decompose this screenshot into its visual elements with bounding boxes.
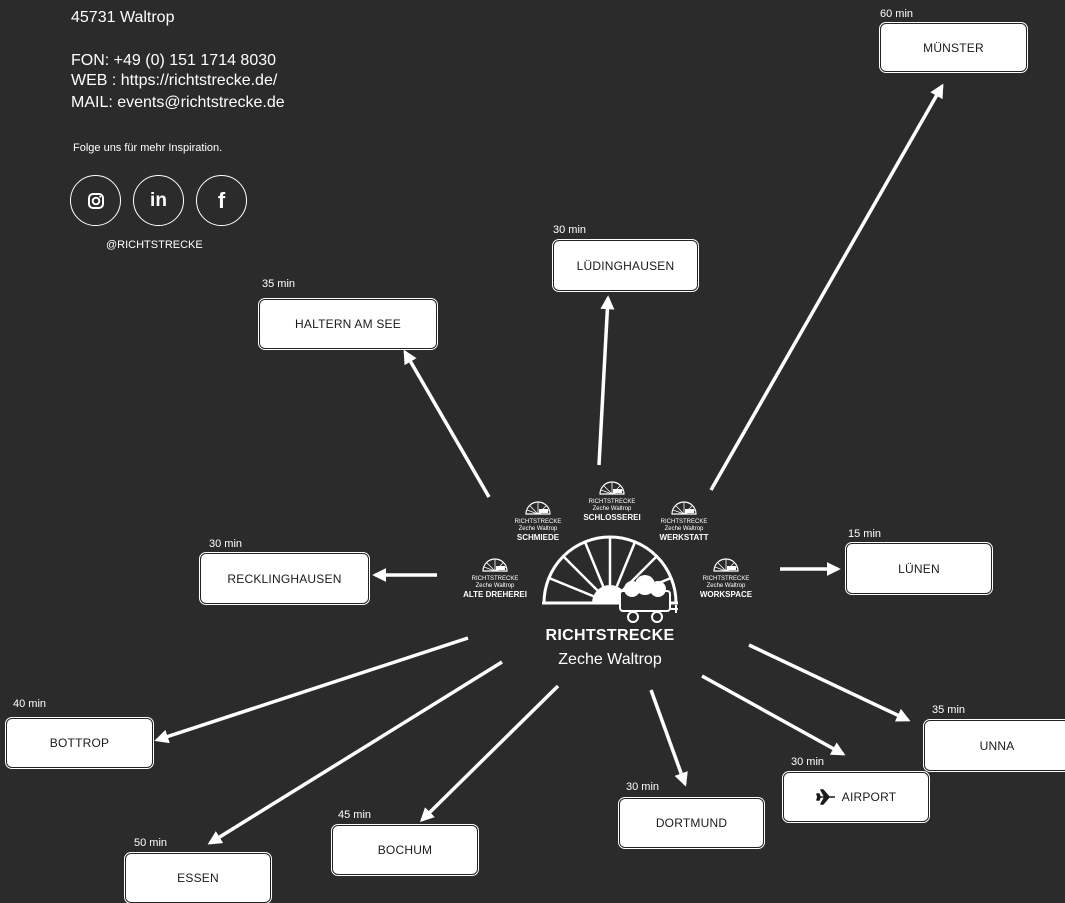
venue-werkstatt: RICHTSTRECKE Zeche Waltrop WERKSTATT: [646, 498, 722, 543]
airport-label: AIRPORT: [841, 790, 897, 804]
time-unna: 35 min: [932, 704, 966, 716]
venue-schlosserei: RICHTSTRECKE Zeche Waltrop SCHLOSSEREI: [574, 478, 650, 523]
arrow-essen: [207, 660, 503, 845]
arrow-unna: [748, 643, 911, 722]
venue-logo-icon: [525, 501, 551, 515]
venue-brand: RICHTSTRECKE: [514, 519, 562, 525]
venue-name: SCHLOSSEREI: [583, 513, 641, 522]
destination-bottrop: BOTTROP: [6, 718, 153, 768]
airplane-icon: [815, 789, 835, 805]
venue-logo-icon: [713, 558, 739, 572]
instagram-icon[interactable]: [70, 175, 121, 226]
time-luenen: 15 min: [848, 528, 882, 540]
social-handle: @RICHTSTRECKE: [106, 239, 203, 251]
venue-sub: Zeche Waltrop: [475, 583, 515, 589]
destination-recklinghausen: RECKLINGHAUSEN: [200, 553, 369, 604]
venue-workspace: RICHTSTRECKE Zeche Waltrop WORKSPACE: [688, 555, 764, 600]
center-title: RICHTSTRECKE: [545, 627, 675, 644]
venue-brand: RICHTSTRECKE: [702, 576, 750, 582]
address-text: 45731 Waltrop: [71, 9, 175, 26]
venue-sub: Zeche Waltrop: [592, 506, 632, 512]
center-subtitle: Zeche Waltrop: [558, 651, 662, 668]
facebook-glyph: f: [217, 187, 226, 213]
destination-airport: AIRPORT: [783, 772, 929, 822]
richtstrecke-logo: [542, 535, 678, 623]
venue-schmiede: RICHTSTRECKE Zeche Waltrop SCHMIEDE: [500, 498, 576, 543]
arrow-muenster: [709, 83, 944, 491]
time-airport: 30 min: [791, 756, 825, 768]
web-link[interactable]: WEB : https://richtstrecke.de/: [71, 72, 278, 89]
venue-sub: Zeche Waltrop: [664, 526, 704, 532]
time-haltern: 35 min: [262, 278, 296, 290]
venue-logo-icon: [671, 501, 697, 515]
destination-luenen: LÜNEN: [846, 543, 992, 594]
venue-brand: RICHTSTRECKE: [588, 499, 636, 505]
venue-alte-dreherei: RICHTSTRECKE Zeche Waltrop ALTE DREHEREI: [452, 555, 538, 600]
time-essen: 50 min: [134, 837, 168, 849]
arrow-airport: [701, 674, 846, 756]
venue-brand: RICHTSTRECKE: [471, 576, 519, 582]
destination-bochum: BOCHUM: [332, 825, 478, 875]
destination-essen: ESSEN: [125, 853, 271, 903]
phone-text: FON: +49 (0) 151 1714 8030: [71, 52, 277, 69]
destination-unna: UNNA: [924, 720, 1065, 771]
arrow-haltern: [403, 349, 491, 498]
venue-name: ALTE DREHEREI: [463, 590, 527, 599]
facebook-icon[interactable]: f: [196, 175, 247, 226]
linkedin-glyph: in: [150, 189, 167, 211]
follow-text: Folge uns für mehr Inspiration.: [73, 142, 223, 154]
time-dortmund: 30 min: [626, 781, 660, 793]
destination-haltern-am-see: HALTERN AM SEE: [259, 299, 437, 349]
venue-sub: Zeche Waltrop: [706, 583, 746, 589]
venue-sub: Zeche Waltrop: [518, 526, 558, 532]
venue-logo-icon: [482, 558, 508, 572]
mail-link[interactable]: MAIL: events@richtstrecke.de: [71, 94, 285, 111]
venue-name: WERKSTATT: [659, 533, 709, 542]
arrow-dortmund: [649, 689, 688, 787]
arrow-luedinghausen: [597, 295, 615, 466]
destination-luedinghausen: LÜDINGHAUSEN: [553, 240, 698, 291]
venue-name: WORKSPACE: [699, 590, 753, 599]
destination-dortmund: DORTMUND: [619, 798, 764, 848]
venue-name: SCHMIEDE: [516, 533, 560, 542]
venue-logo-icon: [599, 481, 625, 495]
time-muenster: 60 min: [880, 8, 914, 20]
time-bochum: 45 min: [338, 809, 372, 821]
arrow-bochum: [420, 684, 560, 822]
linkedin-icon[interactable]: in: [133, 175, 184, 226]
time-recklinghausen: 30 min: [209, 538, 243, 550]
time-luedinghausen: 30 min: [553, 224, 587, 236]
destination-muenster: MÜNSTER: [880, 23, 1027, 72]
venue-brand: RICHTSTRECKE: [660, 519, 708, 525]
arrow-bottrop: [154, 636, 469, 744]
time-bottrop: 40 min: [13, 698, 47, 710]
